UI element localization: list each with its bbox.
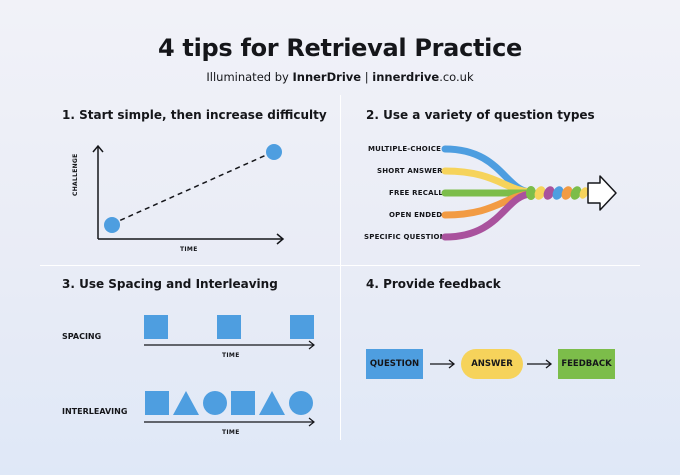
interleaving-circle	[289, 391, 313, 415]
question-type-label: MULTIPLE-CHOICE	[368, 145, 442, 153]
subtitle-separator: |	[361, 70, 373, 84]
time-axis-label: TIME	[180, 246, 198, 253]
vertical-divider	[340, 95, 341, 440]
horizontal-divider	[40, 265, 640, 266]
spacing-square	[290, 315, 314, 339]
interleaving-square	[145, 391, 169, 415]
subtitle-site-rest: .co.uk	[439, 70, 474, 84]
tip2-title: 2. Use a variety of question types	[366, 108, 595, 122]
question-type-label: OPEN ENDED	[389, 211, 443, 219]
answer-pill: ANSWER	[461, 349, 523, 379]
interleaving-label: INTERLEAVING	[62, 407, 128, 416]
question-type-label: SHORT ANSWER	[377, 167, 443, 175]
interleaving-square	[231, 391, 255, 415]
end-point	[266, 144, 282, 160]
tip4-title: 4. Provide feedback	[366, 277, 501, 291]
progress-dashed-line	[111, 151, 274, 225]
question-type-label: SPECIFIC QUESTION	[364, 233, 446, 241]
interleaving-triangle	[173, 391, 199, 415]
page-subtitle: Illuminated by InnerDrive | innerdrive.c…	[0, 70, 680, 84]
spacing-time-label: TIME	[222, 352, 240, 359]
spacing-time-arrow	[308, 340, 315, 350]
subtitle-brand: InnerDrive	[292, 70, 362, 84]
spacing-label: SPACING	[62, 332, 102, 341]
subtitle-prefix: Illuminated by	[206, 70, 293, 84]
tip1-title: 1. Start simple, then increase difficult…	[62, 108, 327, 122]
spacing-square	[144, 315, 168, 339]
x-axis-arrow	[276, 233, 285, 245]
page-title: 4 tips for Retrieval Practice	[157, 34, 523, 62]
subtitle-site-bold: innerdrive	[372, 70, 440, 84]
braid-arrowhead	[587, 175, 617, 211]
feedback-box: FEEDBACK	[558, 349, 615, 379]
specific-question-strand	[441, 190, 534, 241]
interleaving-circle	[203, 391, 227, 415]
interleaving-triangle	[259, 391, 285, 415]
question-type-label: FREE RECALL	[389, 189, 444, 197]
tip3-title: 3. Use Spacing and Interleaving	[62, 277, 278, 291]
braided-rope	[526, 186, 589, 200]
interleaving-time-label: TIME	[222, 429, 240, 436]
question-box: QUESTION	[366, 349, 423, 379]
interleaving-time-arrow	[308, 417, 315, 427]
y-axis-arrow	[92, 144, 104, 153]
start-point	[104, 217, 120, 233]
spacing-square	[217, 315, 241, 339]
